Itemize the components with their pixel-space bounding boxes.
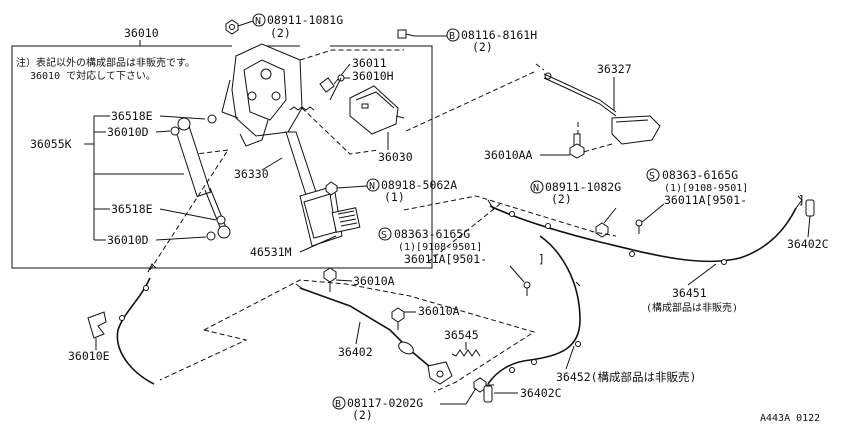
svg-text:N: N [533,183,539,194]
label-36327: 36327 [597,62,632,76]
label-08363-6165G-left-l2: (1)[9108-9501] [398,242,482,253]
label-08911-1082G: 08911-1082G [545,180,621,194]
label-36011A-left-close: ] [538,252,545,266]
clip-icon [87,311,107,339]
label-36010H: 36010H [352,69,394,83]
s-badge-08363-6165G-right: S [646,168,660,182]
label-36545: 36545 [444,328,479,342]
note-line-1: 注）表記以外の構成部品は非販売です。 [16,56,195,69]
label-36451-note: (構成部品は非販売) [646,301,738,314]
diagram-code: A443A 0122 [760,413,820,424]
screw-icon [523,281,531,296]
label-36402C-right: 36402C [787,237,829,251]
clip-icon [319,77,335,93]
pedal-bracket-assembly [221,43,361,247]
b-badge-08116-8161H: B [446,28,460,42]
n-badge-08911-1082G: N [530,180,544,194]
label-36451: 36451 [672,286,707,300]
pin-icon [206,114,217,241]
bolt-icon [391,307,405,330]
b-badge-08117-0202G: B [332,396,346,410]
svg-text:B: B [335,399,341,410]
svg-text:S: S [381,230,387,241]
washer-icon [170,126,226,225]
note-line-2: 36010 で対応して下さい。 [30,69,156,82]
bolt-icon [397,29,415,39]
qty-08918-5062A: (1) [384,190,405,204]
label-08363-6165G-left: 08363-6165G [394,227,470,241]
label-36010E: 36010E [68,349,110,363]
label-36055K: 36055K [30,137,72,151]
svg-text:B: B [449,31,455,42]
pedal-cable-36010E [116,263,157,385]
n-badge-08918-5062A: N [366,178,380,192]
label-36010AA: 36010AA [484,148,533,162]
nut-icon [325,181,338,196]
qty-08911-1081G: (2) [270,26,291,40]
label-36518E-bot: 36518E [111,202,153,216]
label-08918-5062A: 08918-5062A [381,178,457,192]
rear-cable-36452 [487,235,581,385]
nut-icon [595,222,609,238]
label-36010A-1: 36010A [353,274,395,288]
label-46531M: 46531M [250,245,292,259]
svg-text:N: N [255,16,261,27]
svg-text:N: N [369,181,375,192]
assembly-frame-box [11,45,433,269]
bolt-icon [569,133,585,159]
label-08117-0202G: 08117-0202G [347,396,423,410]
label-36030: 36030 [378,150,413,164]
label-36452: 36452(構成部品は非販売) [556,370,696,384]
cable-end-icon [483,385,493,403]
front-cable-36402 [295,283,453,385]
switch-icon [349,85,405,135]
svg-text:S: S [649,171,655,182]
qty-08911-1082G: (2) [551,192,572,206]
label-36518E-top: 36518E [111,109,153,123]
label-36011A-left: 36011A[9501- [404,252,487,266]
qty-08117-0202G: (2) [352,408,373,422]
n-badge-08911-1081G: N [252,13,266,27]
label-36011: 36011 [352,56,387,70]
rear-cable-36451 [487,195,803,265]
nut-icon [225,19,239,35]
screw-icon [635,219,643,234]
label-36402C-bot: 36402C [520,386,562,400]
spring-icon [451,349,481,357]
bolt-icon [323,267,337,292]
lever-cable-icon [543,72,661,145]
s-badge-08363-6165G-left: S [378,227,392,241]
cable-end-icon [805,199,815,217]
qty-08116-8161H: (2) [472,40,493,54]
label-36010D-bot: 36010D [107,233,149,247]
label-08116-8161H: 08116-8161H [461,28,537,42]
label-36010: 36010 [124,26,159,40]
label-36011A-right: 36011A[9501- [664,193,747,207]
label-08363-6165G-right: 08363-6165G [662,168,738,182]
label-36402: 36402 [338,345,373,359]
label-36330: 36330 [234,167,269,181]
damper-icon [174,117,231,239]
label-08911-1081G: 08911-1081G [267,13,343,27]
label-36010D-top: 36010D [107,125,149,139]
label-08363-6165G-right-l2: (1)[9108-9501] [664,183,748,194]
label-36010A-2: 36010A [418,304,460,318]
